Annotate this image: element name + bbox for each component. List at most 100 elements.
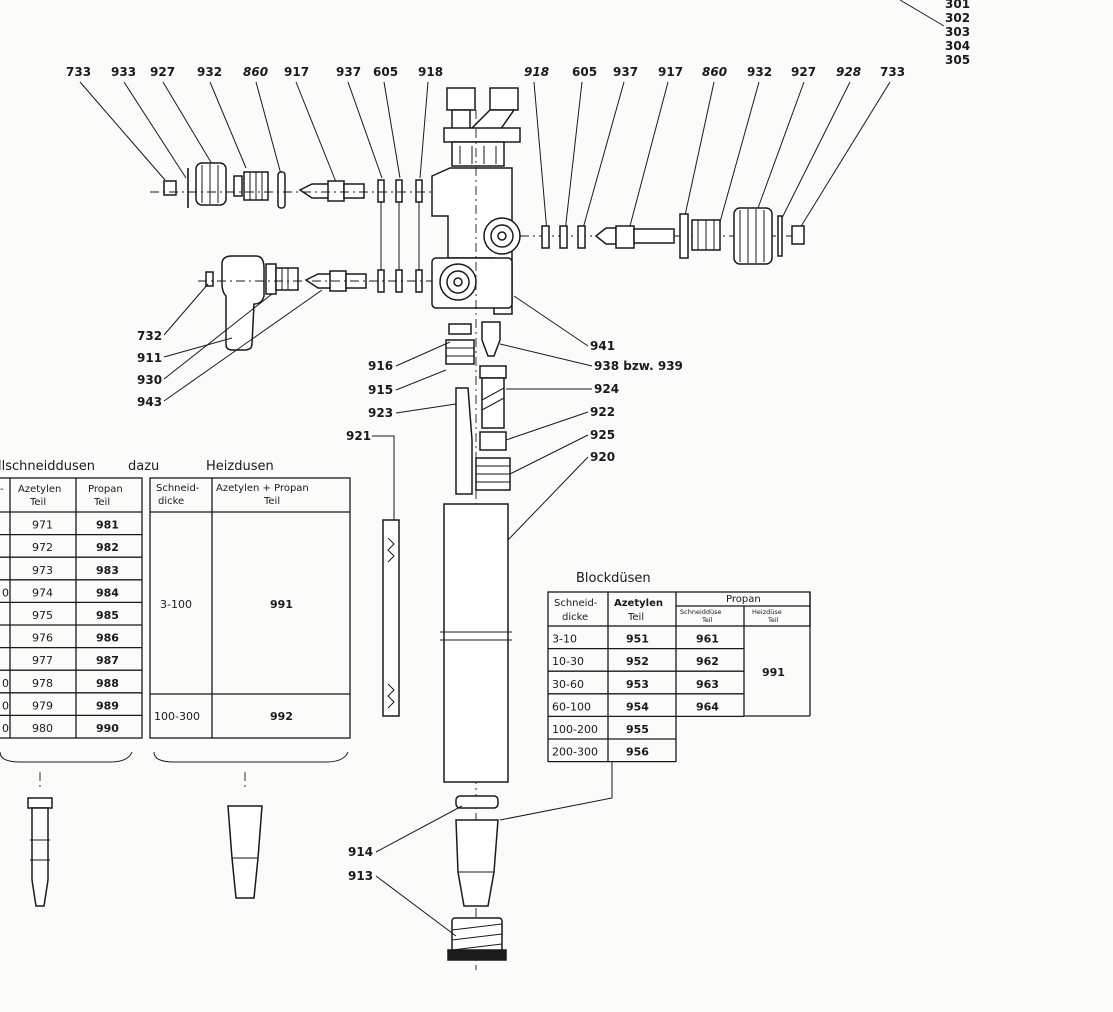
nozzle-table-header-0: -	[0, 484, 4, 495]
callout-605-left: 605	[373, 65, 398, 79]
callouts-top-right: 918 605 937 917 860 932 927 928 733	[524, 65, 905, 79]
callout-930: 930	[137, 373, 162, 387]
block-header-propane: Propan	[726, 594, 761, 605]
block-merged-heating-part: 991	[762, 666, 785, 679]
callout-860-left: 860	[243, 65, 268, 79]
callout-932-left: 932	[197, 65, 222, 79]
nozzle-row-acetylene: 971	[32, 519, 53, 532]
block-table-title: Blockdüsen	[576, 571, 651, 586]
block-header-heating-b: Teil	[767, 616, 779, 624]
callout-918-right: 918	[524, 65, 549, 79]
callout-732: 732	[137, 329, 162, 343]
heat-table-header-0a: Schneid-	[156, 483, 200, 494]
nozzle-table-header-2b: Teil	[93, 497, 110, 508]
nozzle-table-header-2a: Propan	[88, 484, 123, 495]
leader-lines-top	[79, 81, 891, 233]
callout-302: 302	[945, 11, 970, 25]
nozzle-row-acetylene: 980	[32, 722, 53, 735]
nozzle-row-acetylene: 976	[32, 632, 53, 645]
callout-933: 933	[111, 65, 136, 79]
callout-937-left: 937	[336, 65, 361, 79]
callout-941: 941	[590, 339, 615, 353]
nozzle-table: llschneiddusen dazu - Azetylen Teil Prop…	[0, 459, 159, 739]
callouts-left: 732 911 930 943	[137, 283, 323, 409]
block-row-thickness: 30-60	[552, 678, 584, 691]
block-row-acetylene: 954	[626, 700, 649, 713]
nozzle-row-propane: 985	[96, 609, 119, 622]
callout-304: 304	[945, 39, 970, 53]
nozzle-row-propane: 989	[96, 699, 119, 712]
nozzle-row-acetylene: 975	[32, 609, 53, 622]
nozzle-row-propane: 990	[96, 722, 119, 735]
nozzle-illustrations	[0, 751, 349, 907]
callout-733-left: 733	[66, 65, 91, 79]
callouts-top-left: 733 933 927 932 860 917 937 605 918	[66, 65, 443, 79]
nozzle-table-header-1b: Teil	[29, 497, 46, 508]
callout-301: 301	[945, 0, 970, 11]
torch-body	[431, 87, 521, 970]
heat-row-0-part: 991	[270, 598, 293, 611]
callout-605-right: 605	[572, 65, 597, 79]
callout-927-right: 927	[791, 65, 816, 79]
callouts-mid-right: 941 938 bzw. 939 924 922 925 920	[499, 295, 683, 541]
nozzle-row-acetylene: 972	[32, 541, 53, 554]
callouts-corner: 301 302 303 304 305	[899, 0, 970, 67]
part-921	[372, 435, 400, 717]
block-row-acetylene: 955	[626, 723, 649, 736]
block-header-acetylene-a: Azetylen	[614, 598, 663, 609]
nozzle-row-propane: 984	[96, 586, 119, 599]
callout-922: 922	[590, 405, 615, 419]
callout-305: 305	[945, 53, 970, 67]
block-header-thickness-a: Schneid-	[554, 598, 598, 609]
nozzle-table-title-suffix: dazu	[128, 459, 159, 474]
nozzle-row-propane: 987	[96, 654, 119, 667]
heat-row-0-thickness: 3-100	[160, 598, 192, 611]
callout-917-left: 917	[284, 65, 309, 79]
callout-923: 923	[368, 406, 393, 420]
block-header-acetylene-b: Teil	[627, 612, 644, 623]
nozzle-row-propane: 982	[96, 541, 119, 554]
callout-928: 928	[836, 65, 861, 79]
heat-row-1-thickness: 100-300	[154, 710, 200, 723]
heat-table-header-0b: dicke	[158, 496, 184, 507]
nozzle-row-thickness: 0	[2, 722, 9, 735]
heat-table-header-1b: Teil	[263, 496, 280, 507]
callouts-mid-left: 916 915 923 921 914 913	[346, 341, 463, 937]
nozzle-row-propane: 981	[96, 519, 119, 532]
nozzle-row-acetylene: 979	[32, 699, 53, 712]
block-row-propane-cutting: 964	[696, 700, 719, 713]
heat-table-header-1a: Azetylen + Propan	[216, 483, 309, 494]
callout-920: 920	[590, 450, 615, 464]
block-row-thickness: 100-200	[552, 723, 598, 736]
block-row-acetylene: 951	[626, 633, 649, 646]
callout-925: 925	[590, 428, 615, 442]
callout-860-right: 860	[702, 65, 727, 79]
heat-table-title: Heizdusen	[206, 459, 274, 474]
nozzle-row-acetylene: 977	[32, 654, 53, 667]
callout-917-right: 917	[658, 65, 683, 79]
block-table: Blockdüsen Schneid- dicke Azetylen Teil …	[499, 571, 811, 821]
callout-927-left: 927	[150, 65, 175, 79]
block-row-acetylene: 953	[626, 678, 649, 691]
nozzle-column	[440, 321, 512, 961]
block-row-thickness: 10-30	[552, 655, 584, 668]
callout-921: 921	[346, 429, 371, 443]
nozzle-table-header-1a: Azetylen	[18, 484, 61, 495]
callout-943: 943	[137, 395, 162, 409]
callout-913: 913	[348, 869, 373, 883]
block-row-acetylene: 952	[626, 655, 649, 668]
block-header-heating-a: Heizdüse	[752, 608, 782, 616]
nozzle-row-thickness: 0	[2, 586, 9, 599]
callout-916: 916	[368, 359, 393, 373]
block-row-propane-cutting: 961	[696, 633, 719, 646]
nozzle-row-acetylene: 978	[32, 677, 53, 690]
nozzle-row-thickness: 0	[2, 699, 9, 712]
callout-918-left: 918	[418, 65, 443, 79]
block-row-thickness: 3-10	[552, 633, 577, 646]
callout-914: 914	[348, 845, 373, 859]
nozzle-row-propane: 988	[96, 677, 119, 690]
left-upper-assembly	[150, 162, 440, 270]
